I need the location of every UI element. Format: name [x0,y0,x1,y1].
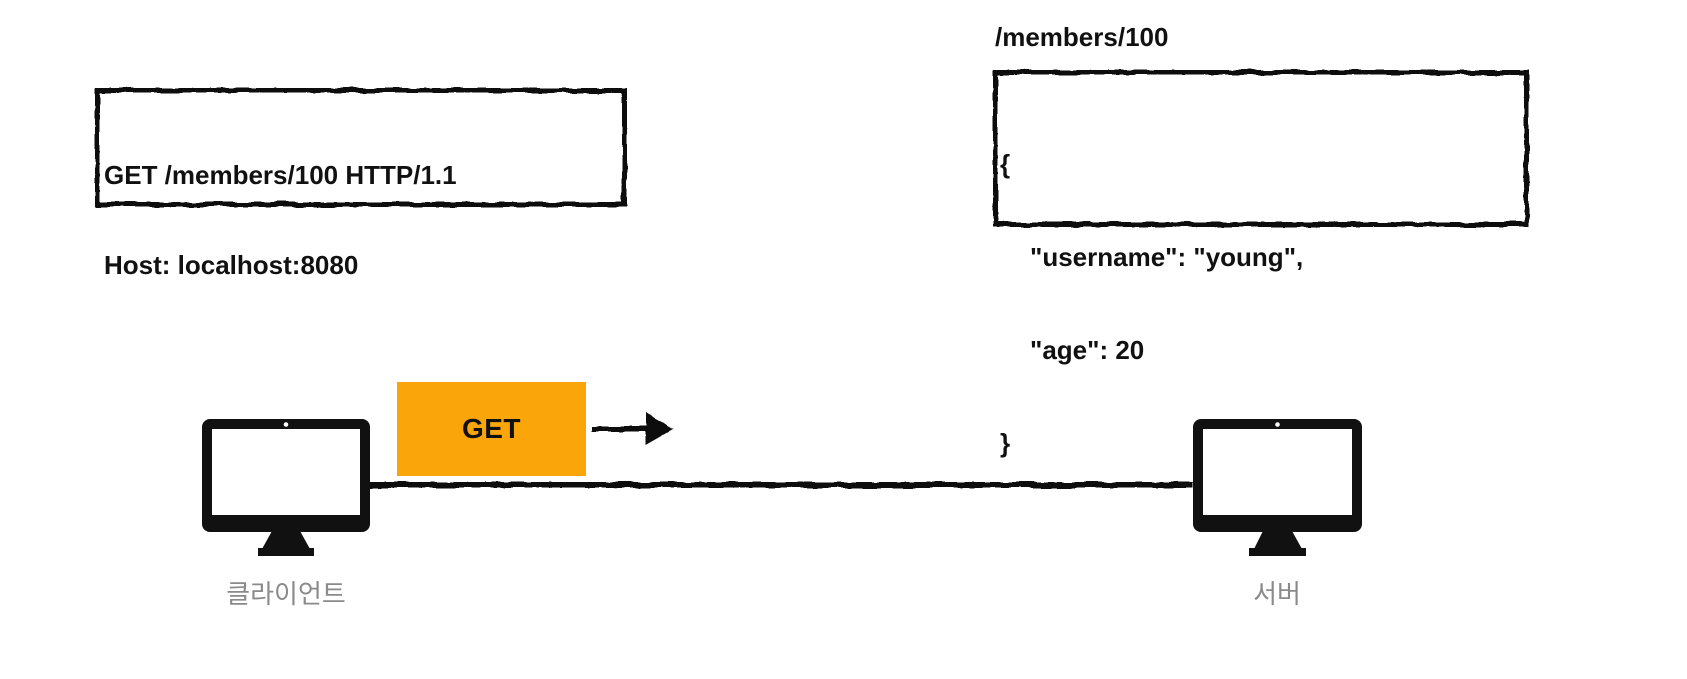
request-line-method: GET /members/100 HTTP/1.1 [104,160,457,190]
flow-arrow-icon [592,413,674,445]
server-label: 서버 [1253,579,1301,609]
response-json-box: { "username": "young", "age": 20 } [993,70,1529,458]
client-label: 클라이언트 [226,579,346,609]
response-path-label: /members/100 [995,22,1169,52]
get-method-label: GET [461,413,522,444]
http-request-box: GET /members/100 HTTP/1.1 Host: localhos… [95,88,627,280]
connection-line [370,482,1193,488]
request-line-host: Host: localhost:8080 [104,250,359,280]
json-username-line: "username": "young", [1030,242,1304,272]
json-close-brace: } [1000,428,1011,458]
server-monitor-icon [1193,419,1362,556]
json-open-brace: { [1000,149,1011,179]
json-age-line: "age": 20 [1030,335,1145,365]
client-monitor-icon [202,419,370,556]
get-method-box: GET [397,382,586,476]
